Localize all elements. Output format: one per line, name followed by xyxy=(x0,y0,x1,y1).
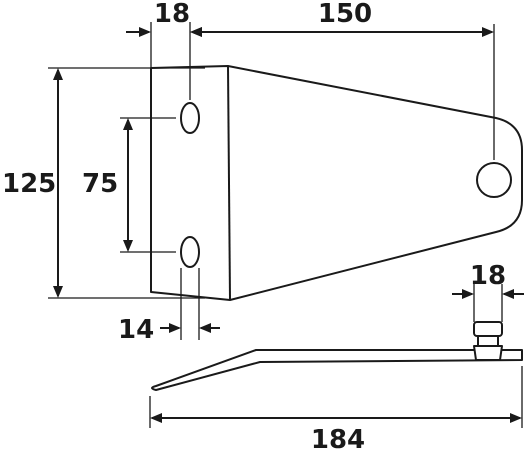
dim-18-side: 18 xyxy=(452,261,524,322)
top-view xyxy=(150,65,523,301)
bracket-outline xyxy=(150,65,523,301)
side-view xyxy=(151,321,523,391)
bolt-head xyxy=(473,321,503,337)
arrow xyxy=(502,289,514,299)
dim-label-14: 14 xyxy=(118,315,154,345)
bolt-washer xyxy=(473,345,503,361)
arrow xyxy=(190,27,202,37)
dim-label-184: 184 xyxy=(311,425,365,452)
slot-hole-bottom xyxy=(180,236,200,268)
arrow xyxy=(462,289,474,299)
dim-125: 125 xyxy=(2,67,205,299)
arrow xyxy=(482,27,494,37)
arrow xyxy=(199,323,211,333)
blade-profile xyxy=(151,349,523,391)
dim-label-150: 150 xyxy=(318,0,372,29)
arrow xyxy=(123,118,133,130)
pivot-hole xyxy=(476,162,512,198)
arrow xyxy=(53,286,63,298)
bolt-nut xyxy=(477,335,499,347)
dim-label-18-top: 18 xyxy=(154,0,190,29)
arrow xyxy=(510,413,522,423)
dim-150: 150 xyxy=(190,0,495,160)
dim-75: 75 xyxy=(82,117,176,253)
dim-label-18-side: 18 xyxy=(470,261,506,291)
arrow xyxy=(139,27,151,37)
arrow xyxy=(123,240,133,252)
dim-label-125: 125 xyxy=(2,169,56,199)
dim-label-75: 75 xyxy=(82,169,118,199)
arrow xyxy=(53,68,63,80)
slot-hole-top xyxy=(180,102,200,134)
dim-14: 14 xyxy=(118,268,220,345)
arrow xyxy=(169,323,181,333)
dim-184: 184 xyxy=(149,366,523,452)
arrow xyxy=(150,413,162,423)
fold-line xyxy=(227,65,231,301)
